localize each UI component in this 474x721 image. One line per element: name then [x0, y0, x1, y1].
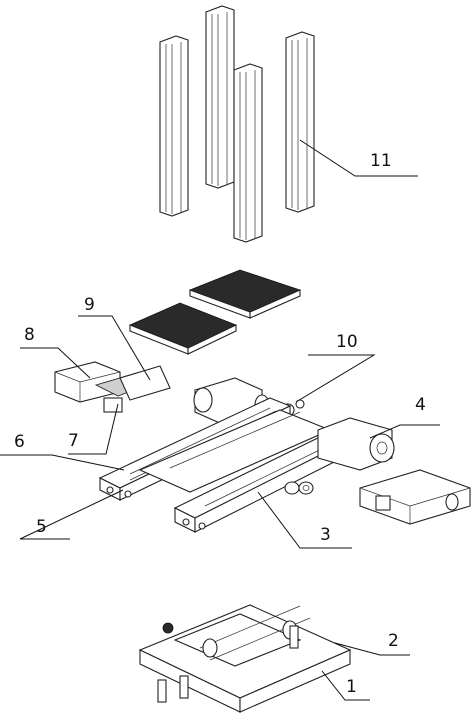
leader-8	[20, 347, 91, 379]
callout-5: 5	[36, 517, 47, 537]
linear-module-lower	[173, 431, 352, 533]
profile-column	[159, 35, 189, 217]
leader-11	[299, 139, 418, 177]
callout-10: 10	[336, 332, 358, 352]
gripper-assembly-left	[54, 361, 171, 413]
profile-columns	[159, 5, 315, 243]
callout-9: 9	[84, 295, 95, 315]
profile-column	[285, 31, 315, 213]
leader-7	[68, 403, 119, 455]
callout-labels: 11 9 8 10 4 7 6 5 3 2 1	[14, 151, 426, 697]
leader-9	[78, 315, 151, 381]
loose-washers	[284, 481, 314, 495]
callout-11: 11	[370, 151, 392, 171]
callout-6: 6	[14, 432, 25, 452]
leader-4	[369, 424, 440, 439]
leader-10	[295, 354, 376, 403]
callout-2: 2	[388, 631, 399, 651]
profile-column	[205, 5, 235, 189]
drive-motor-right	[317, 417, 395, 471]
callout-8: 8	[24, 325, 35, 345]
callout-1: 1	[346, 677, 357, 697]
callout-3: 3	[320, 525, 331, 545]
callout-7: 7	[68, 431, 79, 451]
leader-5	[19, 489, 124, 540]
leader-6	[0, 454, 125, 471]
callout-4: 4	[415, 395, 426, 415]
leader-3	[257, 491, 352, 549]
leader-1	[321, 670, 370, 701]
gripper-assembly-right	[359, 469, 471, 525]
profile-column	[233, 63, 263, 243]
base-frame	[138, 604, 352, 713]
grid-tray-front	[128, 302, 238, 355]
leader-lines	[0, 139, 440, 701]
leader-2	[334, 642, 410, 656]
grid-tray-rear	[188, 269, 302, 319]
